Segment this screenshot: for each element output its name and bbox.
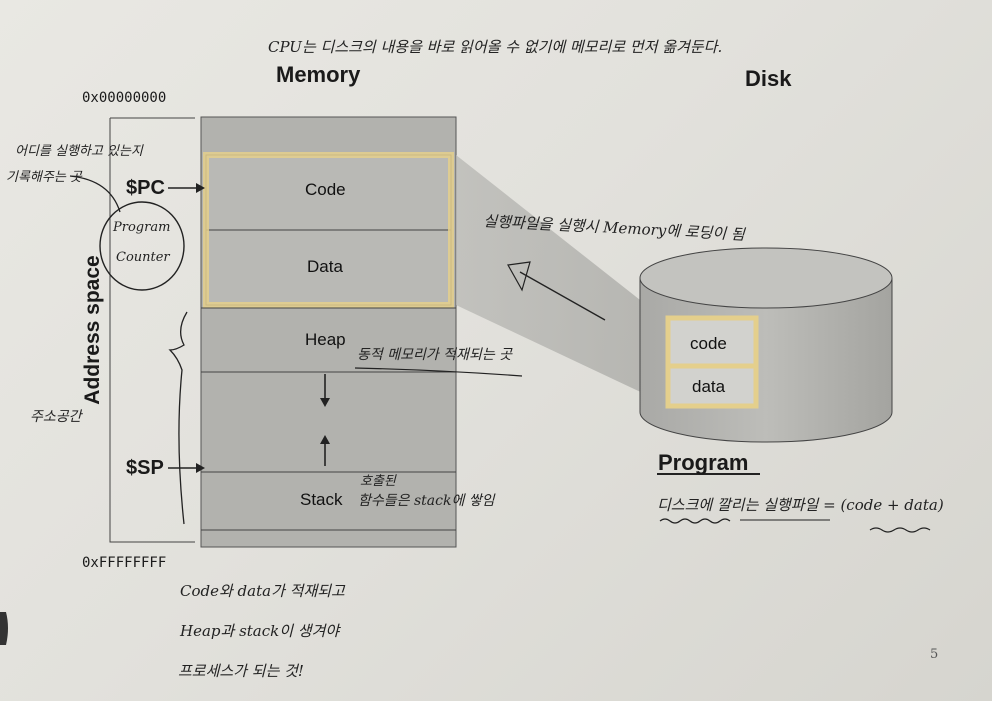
heap-down-arrow: [320, 374, 330, 407]
address-space-note: 주소공간: [30, 409, 82, 425]
disk-heading: Disk: [745, 66, 792, 91]
binding-mark: [0, 612, 8, 645]
data-label: Data: [307, 257, 343, 276]
top-note: CPU는 디스크의 내용을 바로 읽어올 수 없기에 메모리로 먼저 옮겨둔다.: [268, 38, 723, 56]
pc-note-line2: 기록해주는 곳: [6, 170, 82, 185]
pc-note-pointer: [69, 175, 121, 213]
address-space-label-wrap: Address space: [73, 230, 113, 430]
code-data-highlight: [203, 152, 454, 308]
code-data-squiggle: [869, 527, 931, 533]
stack-label: Stack: [300, 490, 343, 509]
pc-register: $PC: [126, 177, 165, 199]
pc-arrow: [168, 183, 205, 193]
bottom-note-line3: 프로세스가 되는 것!: [178, 662, 304, 680]
load-arrow: [519, 271, 606, 321]
heap-note: 동적 메모리가 적재되는 곳: [357, 347, 513, 363]
heap-note-underline: [354, 367, 523, 377]
program-heading: Program: [658, 450, 749, 475]
program-counter-line2: Counter: [116, 250, 170, 265]
program-counter-circle: [99, 201, 185, 291]
sp-register: $SP: [126, 457, 164, 479]
stack-note-line1: 호출된: [360, 474, 396, 489]
data-segment: [205, 229, 452, 306]
code-segment: [205, 154, 452, 231]
disk-code-label: code: [690, 334, 727, 353]
disk-note: 디스크에 깔리는 실행파일 = (code + data): [657, 496, 944, 514]
load-arrow-head: [507, 261, 531, 292]
load-projection: [456, 155, 668, 405]
start-address: 0x00000000: [82, 90, 167, 106]
stack-note-line2: 함수들은 stack에 쌓임: [358, 493, 495, 509]
bottom-note-line2: Heap과 stack이 생겨야: [180, 622, 340, 640]
address-space-bracket: [109, 117, 195, 543]
disk-note-squiggle: [659, 518, 731, 524]
memory-brace: [168, 311, 188, 525]
disk-data-label: data: [692, 377, 726, 396]
bottom-note-line1: Code와 data가 적재되고: [180, 582, 345, 600]
code-label: Code: [305, 180, 346, 199]
address-space-label: Address space: [81, 255, 104, 405]
pc-note-line1: 어디를 실행하고 있는지: [15, 144, 143, 159]
end-address: 0xFFFFFFFF: [82, 555, 167, 571]
sp-arrow: [168, 463, 205, 473]
heap-label: Heap: [305, 330, 346, 349]
memory-heading: Memory: [276, 62, 361, 87]
disk-data-box: [665, 363, 759, 409]
page-number: 5: [930, 647, 939, 662]
program-counter-line1: Program: [113, 220, 171, 235]
stack-up-arrow: [320, 435, 330, 466]
